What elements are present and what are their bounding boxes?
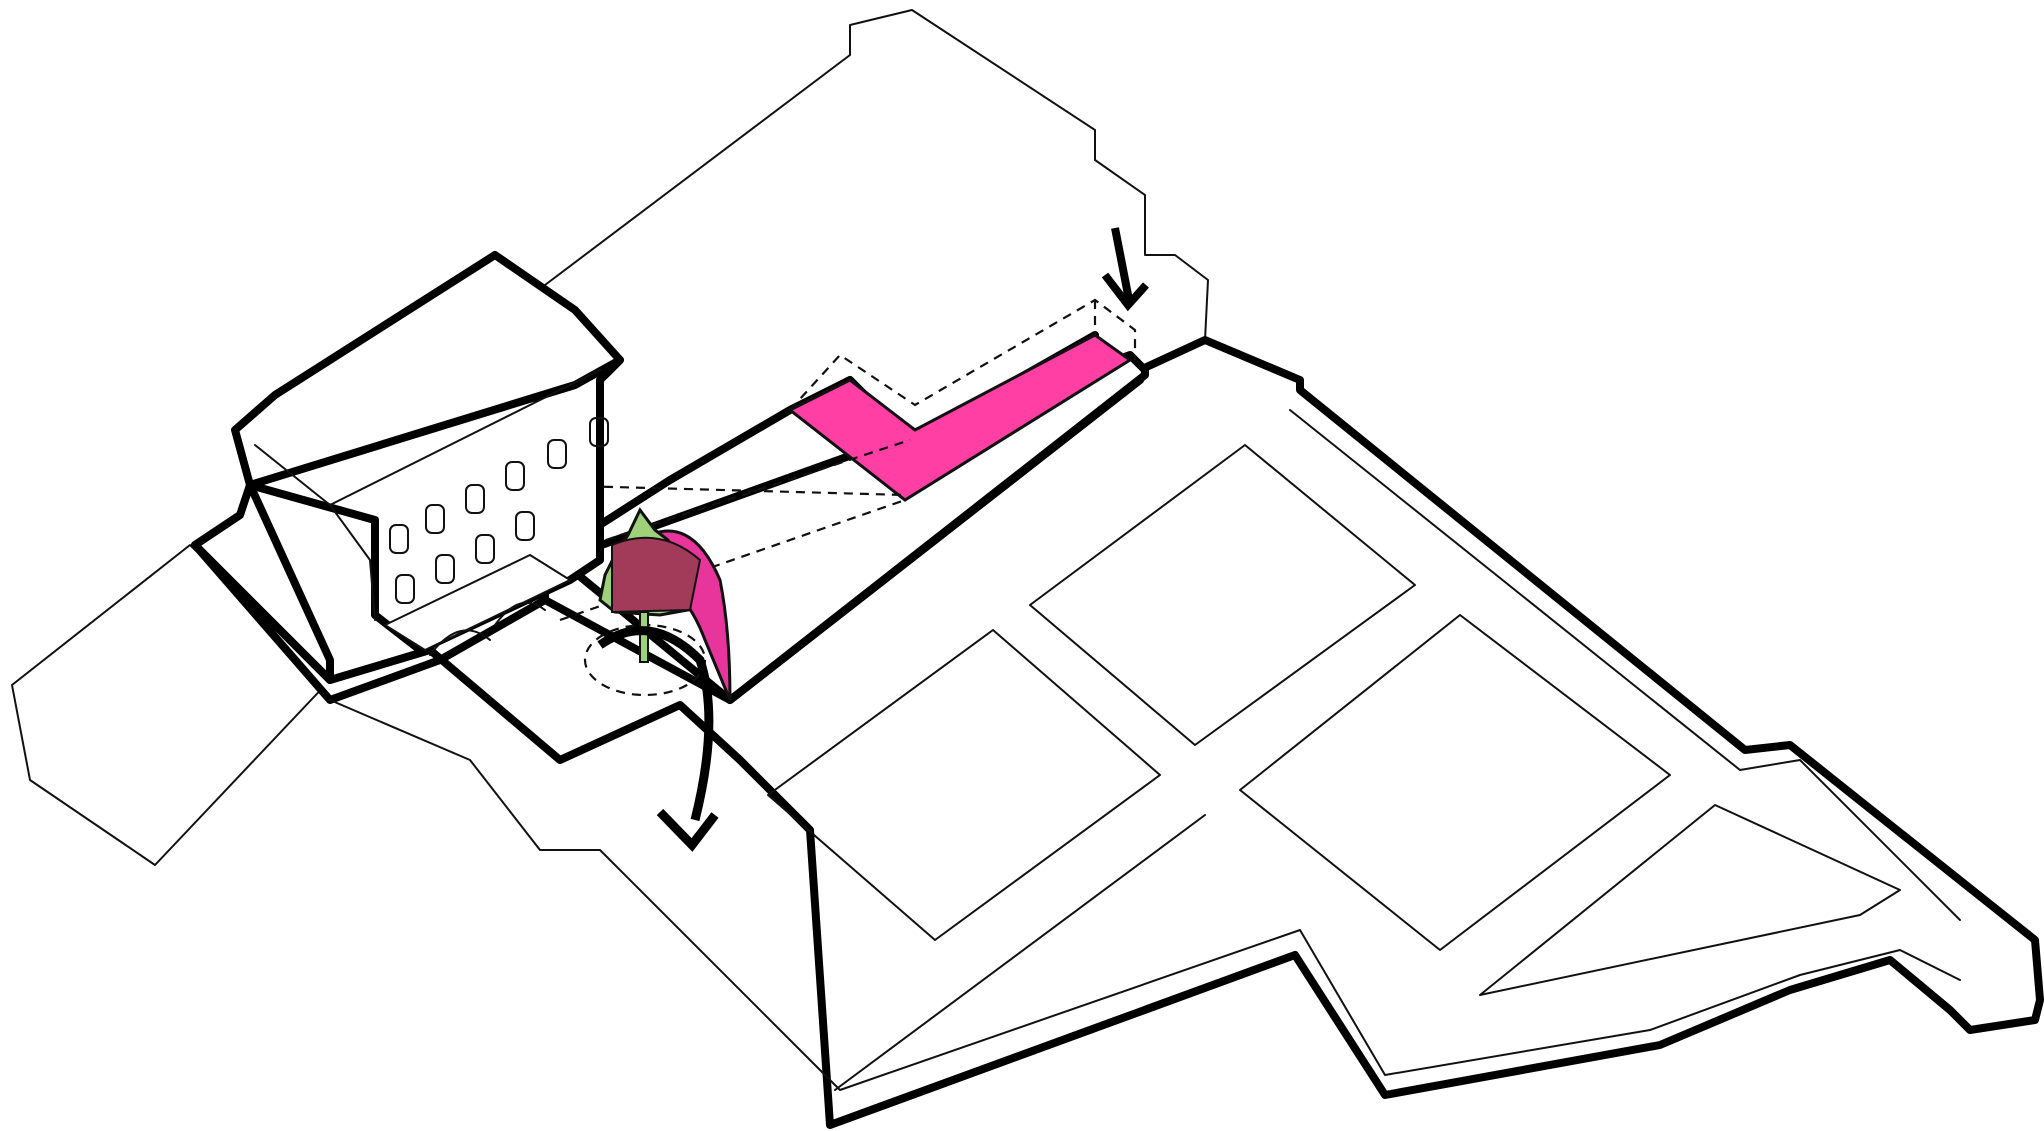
arcade-front [384, 554, 571, 651]
window [589, 417, 609, 447]
window [515, 511, 535, 541]
lawn-plot-2 [767, 629, 1161, 941]
facade-cornice [329, 504, 376, 621]
lawn-plot-3 [1239, 614, 1671, 951]
down-arrow-head [1101, 272, 1149, 312]
window [395, 574, 415, 604]
windows [389, 417, 609, 604]
canopy-overlay [611, 536, 702, 614]
lawn-plot-1 [1029, 444, 1416, 746]
arrow-down-icon [1101, 227, 1149, 312]
window [505, 461, 525, 491]
window [435, 554, 455, 584]
tree-icon [583, 507, 732, 701]
neighbor-building-left [11, 544, 331, 866]
historic-building-side [191, 481, 334, 684]
down-arrow-shaft [1111, 227, 1134, 306]
curved-arrow-icon [597, 626, 719, 852]
window [547, 439, 567, 469]
dashed-projection-3 [539, 483, 906, 497]
lawn-plot-4 [1479, 804, 1901, 996]
dashed-projection-5 [559, 498, 906, 622]
dashed-projection-4 [544, 438, 911, 562]
window [425, 504, 445, 534]
path-diagonal [834, 814, 1206, 1091]
curved-arrow-head [656, 808, 719, 852]
window [465, 484, 485, 514]
courtyard-inner-edge [329, 699, 1961, 1091]
tree-trunk [639, 611, 649, 663]
courtyard-right-edge [1289, 409, 1961, 921]
window [389, 524, 409, 554]
curved-arrow-shaft [597, 626, 714, 822]
window [475, 534, 495, 564]
arcade-arches [429, 601, 546, 656]
